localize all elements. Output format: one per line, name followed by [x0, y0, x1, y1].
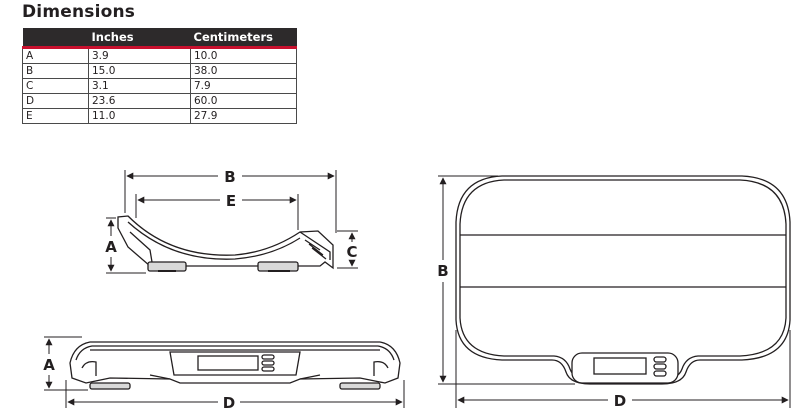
section-title: Dimensions — [22, 2, 136, 22]
dimension-label-c: C — [346, 243, 357, 261]
table-header-row: Inches Centimeters — [22, 28, 297, 49]
dimension-label-d-front: D — [223, 394, 235, 412]
dimension-label-d-top: D — [614, 392, 626, 410]
top-view-dimensions — [438, 175, 791, 408]
top-view-drawing — [455, 175, 791, 385]
table-row: C 3.1 7.9 — [22, 78, 297, 94]
dimension-label-e: E — [226, 192, 236, 210]
table-row: B 15.0 38.0 — [22, 63, 297, 79]
table-row: A 3.9 10.0 — [22, 47, 297, 64]
table-header-cell: Inches — [88, 28, 191, 49]
table-header-cell: Centimeters — [190, 28, 297, 49]
table-row: D 23.6 60.0 — [22, 93, 297, 109]
dimension-label-a-front: A — [43, 356, 55, 374]
dimensions-table: Inches Centimeters A 3.9 10.0 B 15.0 38.… — [22, 28, 297, 124]
table-cell: 27.9 — [190, 108, 297, 124]
side-view-drawing — [117, 215, 334, 272]
dimension-label-b: B — [224, 168, 235, 186]
table-row: E 11.0 27.9 — [22, 108, 297, 124]
side-view-dimensions — [106, 170, 358, 274]
table-cell: 7.9 — [190, 78, 297, 94]
dimension-label-a: A — [105, 238, 117, 256]
front-view-drawing — [69, 341, 401, 390]
table-cell: 11.0 — [88, 108, 191, 124]
table-header-cell — [22, 28, 89, 49]
front-view-dimensions — [44, 336, 405, 408]
dimension-label-b-top: B — [437, 262, 448, 280]
